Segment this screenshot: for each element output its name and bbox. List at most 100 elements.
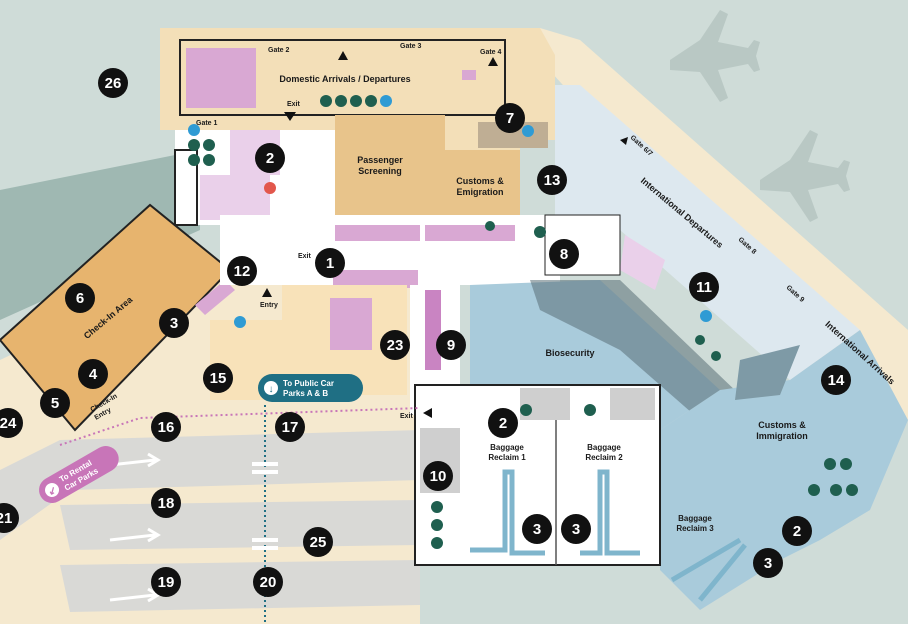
location-marker-18[interactable]: 18 <box>151 488 181 518</box>
public-car-parks-sign[interactable]: ↓ To Public Car Parks A & B <box>258 374 363 402</box>
location-marker-7[interactable]: 7 <box>495 103 525 133</box>
biosecurity-zone <box>470 280 720 440</box>
location-marker-number: 23 <box>387 337 404 354</box>
exit-sign-arrivals: Exit <box>400 413 414 420</box>
location-marker-number: 15 <box>210 370 227 387</box>
location-marker-26[interactable]: 26 <box>98 68 128 98</box>
location-marker-3[interactable]: 3 <box>561 514 591 544</box>
gate-1-label[interactable]: Gate 1 <box>196 120 218 127</box>
immigration-hall <box>660 330 908 610</box>
duty-free-store <box>425 290 441 370</box>
exit-sign-central: Exit <box>298 253 312 260</box>
location-marker-12[interactable]: 12 <box>227 256 257 286</box>
location-marker-number: 21 <box>0 510 12 527</box>
location-marker-number: 7 <box>506 110 514 127</box>
baggage-carousel-2 <box>580 469 640 556</box>
baggage-1-label-1: Baggage <box>490 443 524 452</box>
location-marker-number: 5 <box>51 395 59 412</box>
service-block <box>610 388 655 420</box>
gate-2-label[interactable]: Gate 2 <box>268 47 290 54</box>
entry-arrow <box>262 288 272 297</box>
location-marker-10[interactable]: 10 <box>423 461 453 491</box>
location-marker-19[interactable]: 19 <box>151 567 181 597</box>
location-marker-number: 3 <box>170 315 178 332</box>
baggage-carousel-1 <box>470 469 545 556</box>
location-marker-3[interactable]: 3 <box>522 514 552 544</box>
retail-block <box>186 48 256 108</box>
retail-strip <box>333 270 418 288</box>
amenity-icons <box>188 95 858 549</box>
walkway-rental <box>59 407 421 446</box>
location-marker-number: 2 <box>793 523 801 540</box>
screening-zone <box>335 115 445 215</box>
domestic-label: Domestic Arrivals / Departures <box>279 74 410 84</box>
stairs <box>735 345 800 400</box>
location-marker-number: 14 <box>828 372 845 389</box>
location-marker-20[interactable]: 20 <box>253 567 283 597</box>
screening-label-2: Screening <box>358 166 402 176</box>
location-marker-14[interactable]: 14 <box>821 365 851 395</box>
location-marker-25[interactable]: 25 <box>303 527 333 557</box>
location-marker-number: 10 <box>430 468 447 485</box>
location-marker-17[interactable]: 17 <box>275 412 305 442</box>
location-marker-1[interactable]: 1 <box>315 248 345 278</box>
location-marker-2[interactable]: 2 <box>782 516 812 546</box>
location-marker-23[interactable]: 23 <box>380 330 410 360</box>
location-marker-16[interactable]: 16 <box>151 412 181 442</box>
location-marker-24[interactable]: 24 <box>0 408 23 438</box>
emigration-label-1: Customs & <box>456 176 504 186</box>
location-markers: 1222333345678910111213141516171819202123… <box>0 68 851 597</box>
location-marker-5[interactable]: 5 <box>40 388 70 418</box>
location-marker-number: 1 <box>326 255 334 272</box>
location-marker-3[interactable]: 3 <box>753 548 783 578</box>
emigration-label-2: Emigration <box>456 187 503 197</box>
location-marker-number: 9 <box>447 337 455 354</box>
airplane-icon <box>760 130 850 222</box>
retail-block <box>462 70 476 80</box>
location-marker-15[interactable]: 15 <box>203 363 233 393</box>
location-marker-number: 19 <box>158 574 175 591</box>
location-marker-number: 3 <box>533 521 541 538</box>
baggage-2-label-1: Baggage <box>587 443 621 452</box>
location-marker-number: 11 <box>696 279 712 296</box>
gate-3-label[interactable]: Gate 3 <box>400 43 422 50</box>
location-marker-9[interactable]: 9 <box>436 330 466 360</box>
retail-block <box>620 235 665 290</box>
gate-arrows <box>284 51 628 145</box>
biosecurity-label: Biosecurity <box>545 348 594 358</box>
location-marker-13[interactable]: 13 <box>537 165 567 195</box>
exit-arrow <box>423 408 432 418</box>
grass-area <box>0 150 200 320</box>
baggage-3-label-1: Baggage <box>678 514 712 523</box>
location-marker-6[interactable]: 6 <box>65 283 95 313</box>
location-marker-number: 12 <box>234 263 251 280</box>
ramp <box>530 280 740 420</box>
location-marker-8[interactable]: 8 <box>549 239 579 269</box>
gate-4-label[interactable]: Gate 4 <box>480 49 502 56</box>
location-marker-3[interactable]: 3 <box>159 308 189 338</box>
location-marker-2[interactable]: 2 <box>488 408 518 438</box>
location-marker-number: 16 <box>158 419 175 436</box>
apron <box>160 28 908 420</box>
location-marker-2[interactable]: 2 <box>255 143 285 173</box>
location-marker-number: 3 <box>572 521 580 538</box>
svg-text:Parks A & B: Parks A & B <box>283 389 328 398</box>
location-marker-number: 24 <box>0 415 17 432</box>
location-marker-number: 20 <box>260 574 277 591</box>
retail-strip <box>335 225 420 241</box>
international-departures <box>555 85 860 380</box>
amenities-block <box>174 149 198 226</box>
location-marker-number: 26 <box>105 75 122 92</box>
location-marker-21[interactable]: 21 <box>0 503 19 533</box>
location-marker-number: 25 <box>310 534 327 551</box>
pedestrian-crossing <box>252 462 278 550</box>
location-marker-number: 3 <box>764 555 772 572</box>
location-marker-4[interactable]: 4 <box>78 359 108 389</box>
retail-block <box>330 298 372 350</box>
location-marker-number: 17 <box>282 419 299 436</box>
location-marker-11[interactable]: 11 <box>689 272 719 302</box>
entry-sign: Entry <box>260 302 278 309</box>
location-marker-number: 18 <box>158 495 175 512</box>
retail-block <box>200 175 270 220</box>
